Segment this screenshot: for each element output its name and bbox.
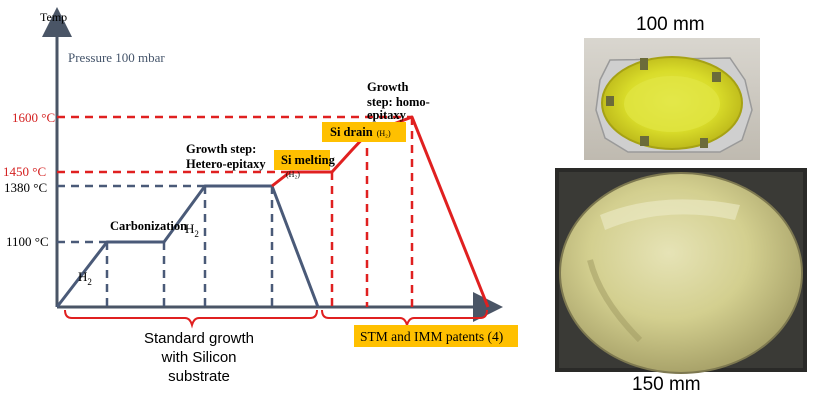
standard-line2: with Silicon (160, 349, 236, 366)
si-melting-sub: (H₂) (286, 170, 300, 179)
standard-bracket (64, 309, 318, 329)
standard-line1: Standard growth (144, 330, 254, 347)
homo-epitaxy-line2: step: homo- (367, 95, 430, 109)
temp-label-1450: 1450 °C (3, 164, 46, 179)
h2-ramp-label: H2 (78, 269, 92, 287)
si-drain-label: Si drain(H₂) (330, 125, 391, 139)
si-melting-label: Si melting (281, 153, 336, 167)
patent-bracket (321, 309, 488, 329)
homo-epitaxy-line3: epitaxy (367, 108, 407, 122)
carbonization-h2-label: H2 (185, 221, 199, 239)
temp-label-1600: 1600 °C (12, 110, 55, 125)
patents-label: STM and IMM patents (4) (360, 329, 503, 344)
wafer-100mm-label: 100 mm (636, 14, 705, 35)
carbonization-label: Carbonization (110, 219, 187, 233)
wafer-100mm-photo (584, 38, 760, 160)
y-axis-label: Temp (40, 10, 67, 24)
temp-label-1100: 1100 °C (6, 234, 49, 249)
hetero-epitaxy-line2: Hetero-epitaxy (186, 157, 266, 171)
profile-standard (55, 184, 320, 308)
si-drain-highlight (322, 122, 406, 142)
pressure-note: Pressure 100 mbar (68, 50, 165, 65)
profile-patent (271, 115, 490, 308)
standard-line3: substrate (168, 368, 230, 385)
si-melting-highlight (274, 150, 330, 170)
temp-label-1380: 1380 °C (4, 180, 47, 195)
homo-epitaxy-line1: Growth (367, 80, 408, 94)
wafer-150mm-label: 150 mm (632, 374, 701, 395)
wafer-150mm-photo (555, 168, 807, 374)
hetero-epitaxy-line1: Growth step: (186, 142, 256, 156)
patents-highlight (354, 325, 518, 347)
